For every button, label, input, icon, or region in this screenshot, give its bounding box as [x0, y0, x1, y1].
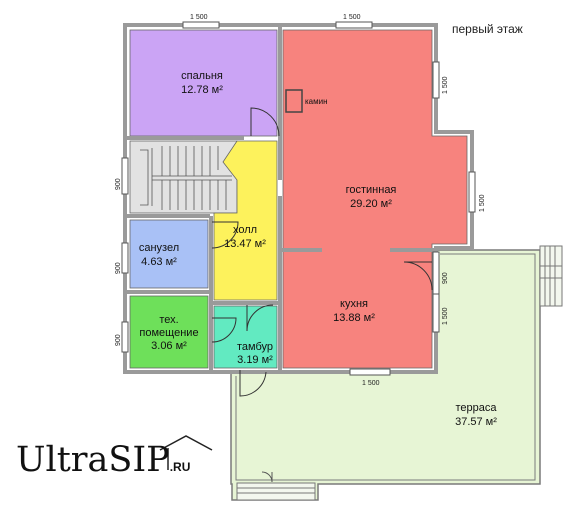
window-top-right	[335, 21, 373, 29]
label-fireplace: камин	[305, 97, 328, 106]
area-hall: 13.47 м²	[224, 238, 266, 250]
staircase	[140, 146, 232, 210]
label-bedroom: спальня	[181, 70, 223, 82]
windows	[121, 21, 476, 376]
window-right-upper	[432, 61, 440, 99]
label-hall: холл	[233, 224, 257, 236]
logo-suffix: .RU	[169, 460, 191, 474]
dim-kitchen-right: 1 500	[442, 307, 449, 325]
door-bedroom	[250, 107, 280, 137]
terrace-door-swing	[261, 471, 273, 483]
area-tech: 3.06 м²	[151, 340, 187, 352]
terrace-rail	[235, 253, 536, 481]
logo: UltraSIP.RU	[16, 440, 190, 480]
label-terrace: терраса	[455, 402, 497, 414]
room-bathroom	[129, 219, 209, 289]
area-bedroom: 12.78 м²	[181, 84, 223, 96]
room-labels: спальня 12.78 м² камин гостинная 29.20 м…	[139, 70, 498, 428]
fireplace	[285, 89, 303, 113]
window-kitchen-bottom	[349, 368, 391, 376]
floor-title: первый этаж	[452, 22, 523, 36]
dim-bath-left: 900	[115, 262, 122, 274]
window-kitchen-right	[432, 291, 440, 333]
label-vestibule: тамбур	[237, 341, 273, 353]
area-terrace: 37.57 м²	[455, 416, 497, 428]
door-swings	[211, 107, 433, 397]
label-kitchen: кухня	[340, 298, 368, 310]
dimension-labels: 1 500 1 500 1 500 1 500 1 500 1 500 900 …	[115, 14, 486, 387]
dim-top-right: 1 500	[343, 14, 361, 21]
logo-roof-icon	[159, 435, 213, 470]
interior-walls	[127, 25, 436, 372]
label-tech-line1: тех.	[159, 314, 178, 326]
dim-terrace-door: 900	[442, 272, 449, 284]
area-bathroom: 4.63 м²	[141, 256, 177, 268]
logo-text: UltraSIP	[16, 440, 170, 480]
room-living-kitchen	[282, 29, 468, 369]
window-stairs-left	[121, 157, 129, 195]
room-hall	[213, 140, 278, 301]
window-terrace-door	[432, 251, 440, 295]
door-kitchen	[403, 261, 433, 291]
terrace-steps-right	[539, 245, 563, 307]
window-tech-left	[121, 321, 129, 353]
dim-kitchen-bottom: 1 500	[362, 380, 380, 387]
dim-right-upper: 1 500	[442, 76, 449, 94]
label-tech-line2: помещение	[139, 327, 198, 339]
door-entrance	[239, 370, 267, 397]
dim-stairs-left: 900	[115, 178, 122, 190]
area-kitchen: 13.88 м²	[333, 312, 375, 324]
room-tech	[129, 295, 209, 369]
window-top-left	[182, 21, 220, 29]
label-bathroom: санузел	[139, 242, 179, 254]
door-vestibule	[246, 304, 274, 332]
dim-right-middle: 1 500	[479, 194, 486, 212]
terrace-steps-bottom	[236, 482, 316, 501]
label-living: гостинная	[346, 184, 397, 196]
window-right-middle	[468, 171, 476, 213]
room-bedroom	[129, 29, 278, 137]
area-living: 29.20 м²	[350, 198, 392, 210]
dim-tech-left: 900	[115, 334, 122, 346]
dim-top-left: 1 500	[190, 14, 208, 21]
door-tech	[211, 317, 237, 343]
window-bath-left	[121, 242, 129, 274]
door-bathroom	[211, 221, 239, 249]
area-vestibule: 3.19 м²	[237, 354, 273, 366]
room-stairs	[129, 140, 238, 214]
room-vestibule	[213, 305, 278, 369]
